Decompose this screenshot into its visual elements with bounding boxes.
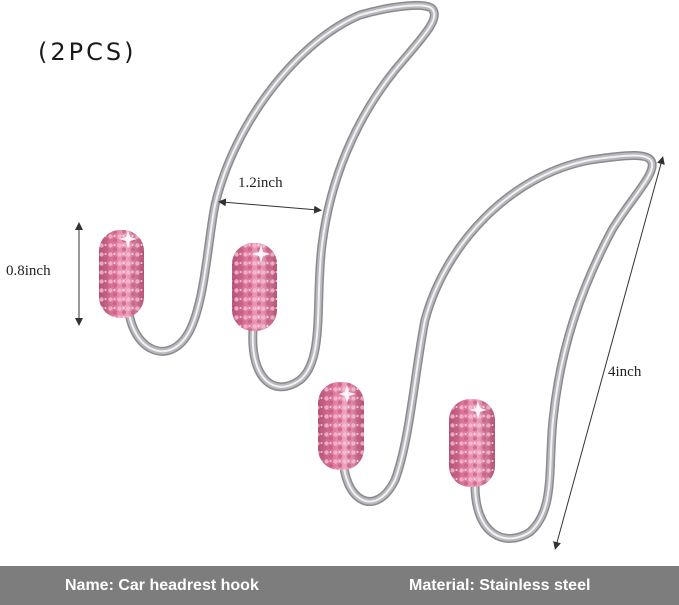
dimension-length-line bbox=[553, 156, 665, 550]
hook-right-wire-shadow bbox=[338, 151, 657, 543]
hook-left-bead-1 bbox=[99, 230, 144, 318]
hook-left-wire bbox=[125, 2, 438, 390]
quantity-label: (2PCS) bbox=[38, 38, 137, 66]
hook-right-bead-1 bbox=[318, 382, 364, 470]
hook-right bbox=[318, 151, 657, 543]
spec-material: Material: Stainless steel bbox=[409, 577, 591, 594]
dimension-gap-label: 1.2inch bbox=[238, 175, 283, 191]
spec-banner: Name: Car headrest hook Material: Stainl… bbox=[0, 566, 679, 605]
hook-left-wire-shadow bbox=[123, 1, 439, 392]
hook-left bbox=[99, 1, 439, 392]
hook-left-bead-2 bbox=[232, 243, 277, 331]
spec-name: Name: Car headrest hook bbox=[65, 577, 259, 594]
hook-right-bead-2 bbox=[449, 399, 495, 487]
dimension-gap-line bbox=[218, 198, 322, 214]
dimension-length-label: 4inch bbox=[608, 364, 642, 380]
hook-left-wire-highlight bbox=[127, 4, 436, 388]
dimension-bead-label: 0.8inch bbox=[6, 263, 51, 279]
